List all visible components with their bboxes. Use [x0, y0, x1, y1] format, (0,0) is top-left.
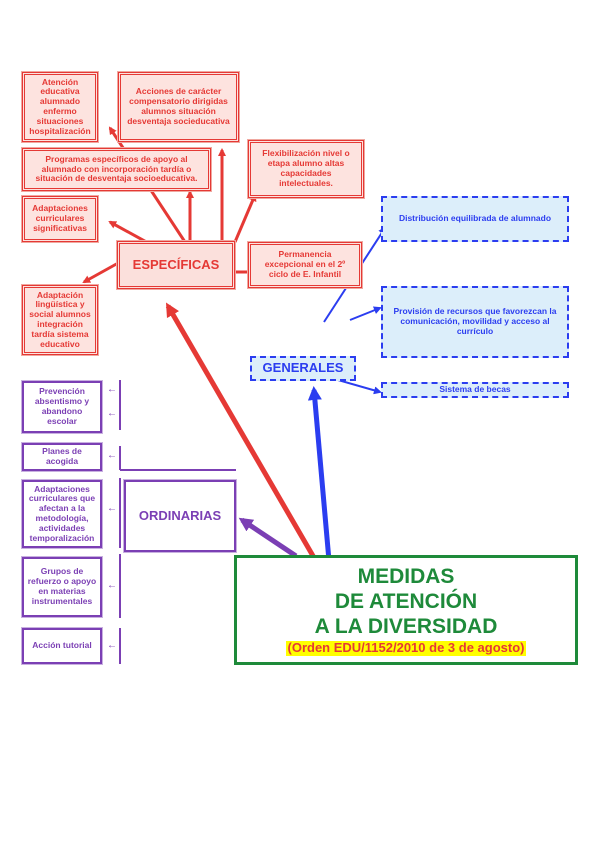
generales-item-distribucion: Distribución equilibrada de alumnado	[381, 196, 569, 242]
especificas-title: ESPECÍFICAS	[117, 241, 235, 289]
ordinarias-item-accion-tutorial: Acción tutorial	[22, 628, 102, 664]
main-subtitle: (Orden EDU/1152/2010 de 3 de agosto)	[285, 640, 527, 657]
left-arrow-icon: ←	[107, 503, 117, 514]
arrow-to-becas	[337, 379, 382, 395]
left-arrow-icon: ←	[107, 640, 117, 651]
left-arrow-icon: ←	[107, 450, 117, 461]
main-title-line-1: MEDIDAS	[357, 564, 455, 588]
ordinarias-title: ORDINARIAS	[124, 480, 236, 552]
especificas-item-programas: Programas específicos de apoyo al alumna…	[22, 148, 211, 191]
main-title-line-2: DE ATENCIÓN	[334, 589, 478, 613]
arrow-to-flexibilizacion	[233, 193, 257, 243]
especificas-item-adaptaciones-significativas: Adaptaciones curriculares significativas	[22, 196, 98, 242]
generales-title: GENERALES	[250, 356, 356, 381]
main-arrow-especificas	[165, 302, 323, 570]
ordinarias-item-adaptaciones-metodologia: Adaptaciones curriculares que afectan a …	[22, 480, 102, 548]
main-title-line-3: A LA DIVERSIDAD	[314, 615, 498, 639]
generales-item-becas: Sistema de becas	[381, 382, 569, 398]
especificas-item-compensatorio: Acciones de carácter compensatorio dirig…	[118, 72, 239, 142]
main-title-box: MEDIDAS DE ATENCIÓN A LA DIVERSIDAD (Ord…	[234, 555, 578, 665]
ordinarias-item-refuerzo: Grupos de refuerzo o apoyo en materias i…	[22, 557, 102, 617]
left-arrow-icon: ←	[107, 580, 117, 591]
especificas-item-adaptacion-linguistica: Adaptación lingüística y social alumnos …	[22, 285, 98, 355]
especificas-item-flexibilizacion: Flexibilización nivel o etapa alumno alt…	[248, 140, 364, 198]
left-arrow-icon: ←	[107, 408, 117, 419]
main-arrow-ordinarias	[238, 517, 298, 559]
ordinarias-item-absentismo: Prevención absentismo y abandono escolar	[22, 381, 102, 433]
especificas-item-permanencia: Permanencia excepcional en el 2º ciclo d…	[248, 242, 362, 288]
main-arrow-generales	[307, 386, 333, 573]
especificas-item-hospitalizacion: Atención educativa alumnado enfermo situ…	[22, 72, 98, 142]
arrow-to-adaptaciones-significativas	[108, 220, 151, 246]
ordinarias-item-acogida: Planes de acogida	[22, 443, 102, 471]
generales-item-provision: Provisión de recursos que favorezcan la …	[381, 286, 569, 358]
arrow-to-adaptacion-linguistica	[82, 260, 121, 284]
arrow-to-provision	[349, 306, 382, 321]
left-arrow-icon: ←	[107, 384, 117, 395]
